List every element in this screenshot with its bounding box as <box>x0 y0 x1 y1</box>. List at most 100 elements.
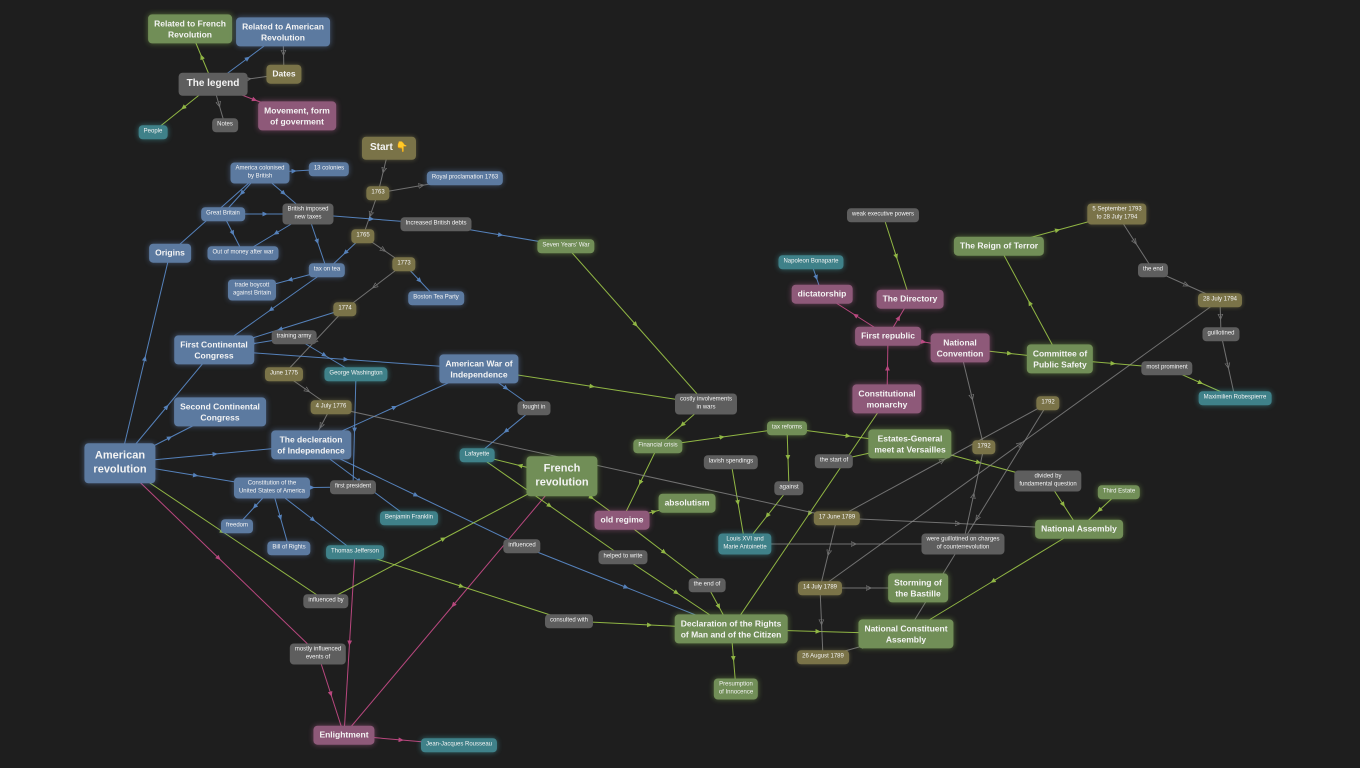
financial-crisis[interactable]: Financial crisis <box>633 439 683 453</box>
guillotined[interactable]: guillotined <box>1202 327 1240 341</box>
legend-dates[interactable]: Dates <box>266 64 302 84</box>
first-president[interactable]: first president <box>329 480 377 494</box>
date-june-1775[interactable]: June 1775 <box>264 367 304 381</box>
date-4-july-1776[interactable]: 4 July 1776 <box>310 400 352 414</box>
great-britain[interactable]: Great Britain <box>201 207 245 221</box>
influenced[interactable]: influenced <box>503 539 541 553</box>
napoleon-bonaparte[interactable]: Napoleon Bonaparte <box>778 255 844 269</box>
old-regime[interactable]: old regime <box>594 510 650 530</box>
date-1774[interactable]: 1774 <box>333 302 357 316</box>
date-26-august-1789[interactable]: 26 August 1789 <box>797 650 849 664</box>
legend-movement-line1: Movement, form <box>264 105 330 116</box>
lavish-spendings[interactable]: lavish spendings <box>703 455 759 469</box>
date-17-june-1789[interactable]: 17 June 1789 <box>813 511 861 525</box>
costly-involvements-line2: in wars <box>696 404 716 410</box>
increased-debts[interactable]: Increased British debts <box>400 217 472 231</box>
louis-line1: Louis XVI and <box>726 536 764 543</box>
against[interactable]: against <box>774 481 804 495</box>
weak-executive-powers[interactable]: weak executive powers <box>846 208 920 222</box>
the-end-of[interactable]: the end of <box>688 578 726 592</box>
date-1763[interactable]: 1763 <box>366 186 390 200</box>
third-estate[interactable]: Third Estate <box>1097 485 1141 499</box>
boston-tea-party[interactable]: Boston Tea Party <box>408 291 464 305</box>
helped-to-write[interactable]: helped to write <box>598 550 648 564</box>
freedom[interactable]: freedom <box>220 519 254 533</box>
lafayette[interactable]: Lafayette <box>459 448 495 462</box>
tax-on-tea[interactable]: tax on tea <box>308 263 346 277</box>
edge-91 <box>836 402 1049 519</box>
thomas-jefferson[interactable]: Thomas Jefferson <box>326 545 384 559</box>
out-of-money[interactable]: Out of money after war <box>207 246 279 260</box>
date-14-july-1789[interactable]: 14 July 1789 <box>797 581 843 595</box>
benjamin-franklin[interactable]: Benjamin Franklin <box>379 511 439 525</box>
trade-boycott-line1: trade boycott <box>234 282 270 289</box>
thirteen-colonies[interactable]: 13 colonies <box>308 162 350 176</box>
bill-of-rights[interactable]: Bill of Rights <box>267 541 311 555</box>
the-start-of[interactable]: the start of <box>814 454 854 468</box>
date-1792-a[interactable]: 1792 <box>972 440 996 454</box>
national-assembly[interactable]: National Assembly <box>1035 519 1123 539</box>
edge-44 <box>352 373 357 488</box>
constitution-line2: United States of America <box>238 488 306 494</box>
date-28-july-1794[interactable]: 28 July 1794 <box>1197 293 1243 307</box>
date-1773[interactable]: 1773 <box>392 257 416 271</box>
america-colonised-line2: by British <box>247 173 273 179</box>
royal-proclamation[interactable]: Royal proclamation 1763 <box>426 171 504 185</box>
start-node[interactable]: Start 👇 <box>361 136 417 160</box>
legend-notes[interactable]: Notes <box>212 118 238 132</box>
edge-81 <box>905 528 1080 635</box>
legend-people[interactable]: People <box>138 125 168 139</box>
tax-reforms[interactable]: tax reforms <box>766 421 808 435</box>
seven-years-war[interactable]: Seven Years' War <box>537 239 595 253</box>
enlightment[interactable]: Enlightment <box>313 725 375 745</box>
fought-in[interactable]: fought in <box>517 401 551 415</box>
date-1792-b[interactable]: 1792 <box>1036 396 1060 410</box>
legend-movement-line2: of goverment <box>270 116 324 126</box>
training-army[interactable]: training army <box>271 330 317 344</box>
influenced-by[interactable]: influenced by <box>303 594 349 608</box>
consulted-with[interactable]: consulted with <box>544 614 594 628</box>
most-prominent[interactable]: most prominent <box>1141 361 1193 375</box>
date-1765[interactable]: 1765 <box>351 229 375 243</box>
robespierre[interactable]: Maximilien Robespierre <box>1198 391 1272 405</box>
origins[interactable]: Origins <box>149 243 191 263</box>
the-end[interactable]: the end <box>1137 263 1169 277</box>
legend-title[interactable]: The legend <box>178 72 248 96</box>
george-washington[interactable]: George Washington <box>324 367 388 381</box>
first-republic[interactable]: First republic <box>855 326 921 346</box>
absolutism[interactable]: absolutism <box>658 493 716 513</box>
rousseau[interactable]: Jean-Jacques Rousseau <box>420 738 498 752</box>
the-directory[interactable]: The Directory <box>876 289 944 309</box>
dictatorship[interactable]: dictatorship <box>791 284 853 304</box>
reign-of-terror[interactable]: The Reign of Terror <box>953 236 1045 256</box>
edge-56 <box>354 551 570 622</box>
